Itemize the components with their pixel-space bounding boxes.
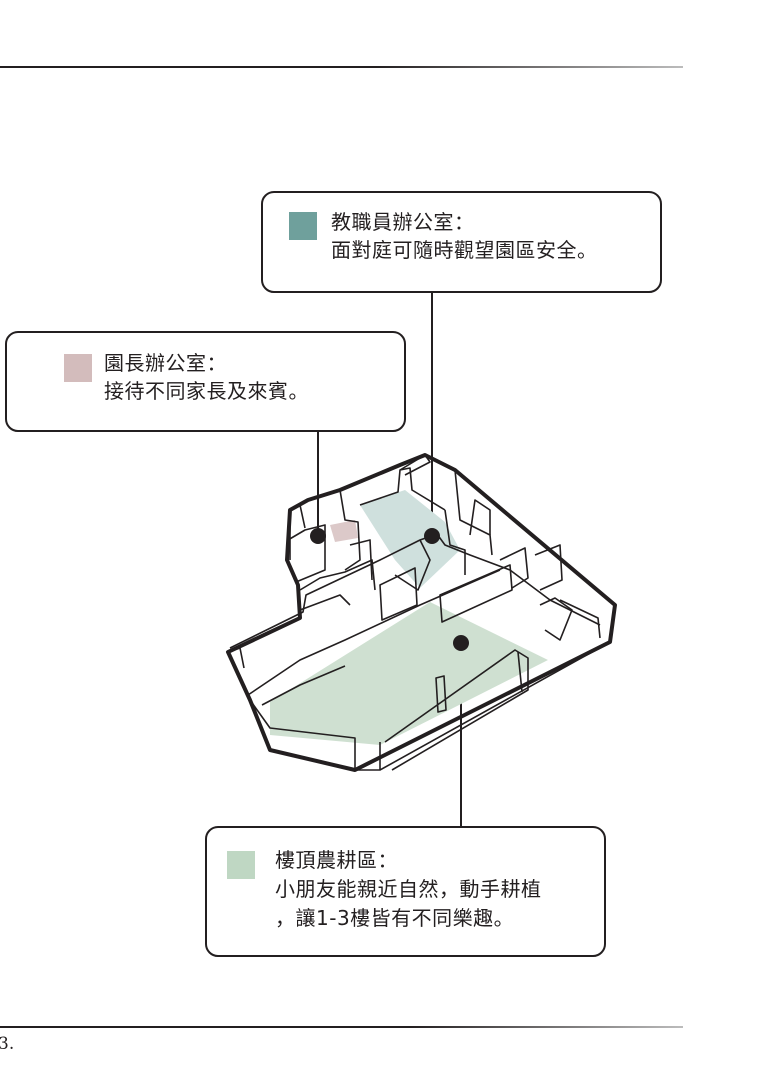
bottom-rule	[0, 1026, 683, 1028]
page-number: 3.	[0, 1034, 15, 1054]
marker-rooftop-farm	[453, 635, 469, 651]
rooftop-farm-description-line-1: 小朋友能親近自然，動手耕植	[275, 877, 542, 901]
callout-rooftop-farm: 樓頂農耕區： 小朋友能親近自然，動手耕植 ，讓1-3樓皆有不同樂趣。	[205, 826, 606, 957]
rooftop-farm-title: 樓頂農耕區：	[275, 848, 398, 872]
top-rule	[0, 66, 683, 68]
callout-director-office: 園長辦公室： 接待不同家長及來賓。	[5, 331, 406, 432]
director-office-description: 接待不同家長及來賓。	[104, 379, 309, 403]
staff-office-description: 面對庭可隨時觀望園區安全。	[331, 238, 598, 262]
marker-director-office	[310, 528, 326, 544]
rooftop-farm-description-line-2: ，讓1-3樓皆有不同樂趣。	[275, 906, 515, 930]
staff-office-color-swatch	[289, 212, 317, 240]
director-office-color-swatch	[64, 354, 92, 382]
director-office-zone	[330, 520, 358, 542]
rooftop-farm-zone	[270, 602, 548, 745]
staff-office-zone	[360, 490, 460, 588]
staff-office-title: 教職員辦公室：	[331, 210, 475, 234]
rooftop-farm-color-swatch	[227, 851, 255, 879]
marker-staff-office	[424, 528, 440, 544]
callout-staff-office: 教職員辦公室： 面對庭可隨時觀望園區安全。	[261, 191, 662, 293]
director-office-title: 園長辦公室：	[104, 351, 227, 375]
